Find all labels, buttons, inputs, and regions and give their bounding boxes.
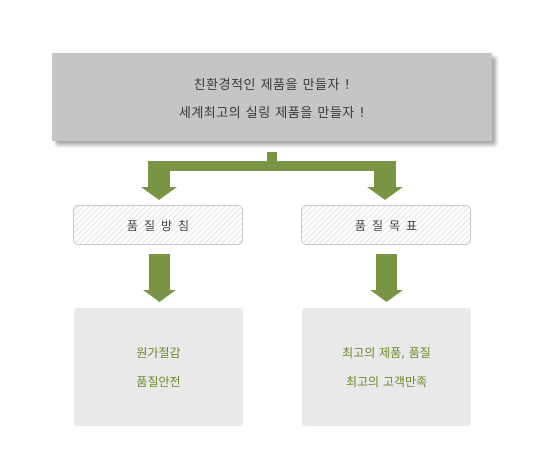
arrow-to-right-label — [367, 161, 403, 200]
quality-policy-label-box: 품질방침 — [73, 205, 243, 245]
quality-policy-content-box: 원가절감 품질안전 — [74, 308, 243, 426]
connector-bar — [148, 161, 396, 171]
quality-goal-item-2: 최고의 고객만족 — [345, 375, 428, 389]
mission-line-2: 세계최고의 실링 제품을 만들자 ! — [178, 105, 366, 121]
arrow-to-left-content — [143, 254, 176, 302]
arrow-to-left-label — [141, 161, 177, 200]
quality-goal-item-1: 최고의 제품, 품질 — [342, 346, 431, 360]
quality-goal-label-box: 품질목표 — [301, 205, 471, 245]
split-connector — [141, 152, 403, 200]
connector-stub — [267, 152, 277, 162]
quality-goal-label: 품질목표 — [354, 218, 424, 233]
mission-header-box: 친환경적인 제품을 만들자 ! 세계최고의 실링 제품을 만들자 ! — [52, 53, 492, 141]
quality-policy-item-2: 품질안전 — [136, 375, 181, 389]
quality-goal-content-box: 최고의 제품, 품질 최고의 고객만족 — [302, 308, 471, 426]
arrow-to-right-content — [370, 254, 403, 302]
mission-line-1: 친환경적인 제품을 만들자 ! — [193, 77, 351, 93]
quality-policy-item-1: 원가절감 — [136, 346, 181, 360]
quality-policy-label: 품질방침 — [126, 218, 196, 233]
